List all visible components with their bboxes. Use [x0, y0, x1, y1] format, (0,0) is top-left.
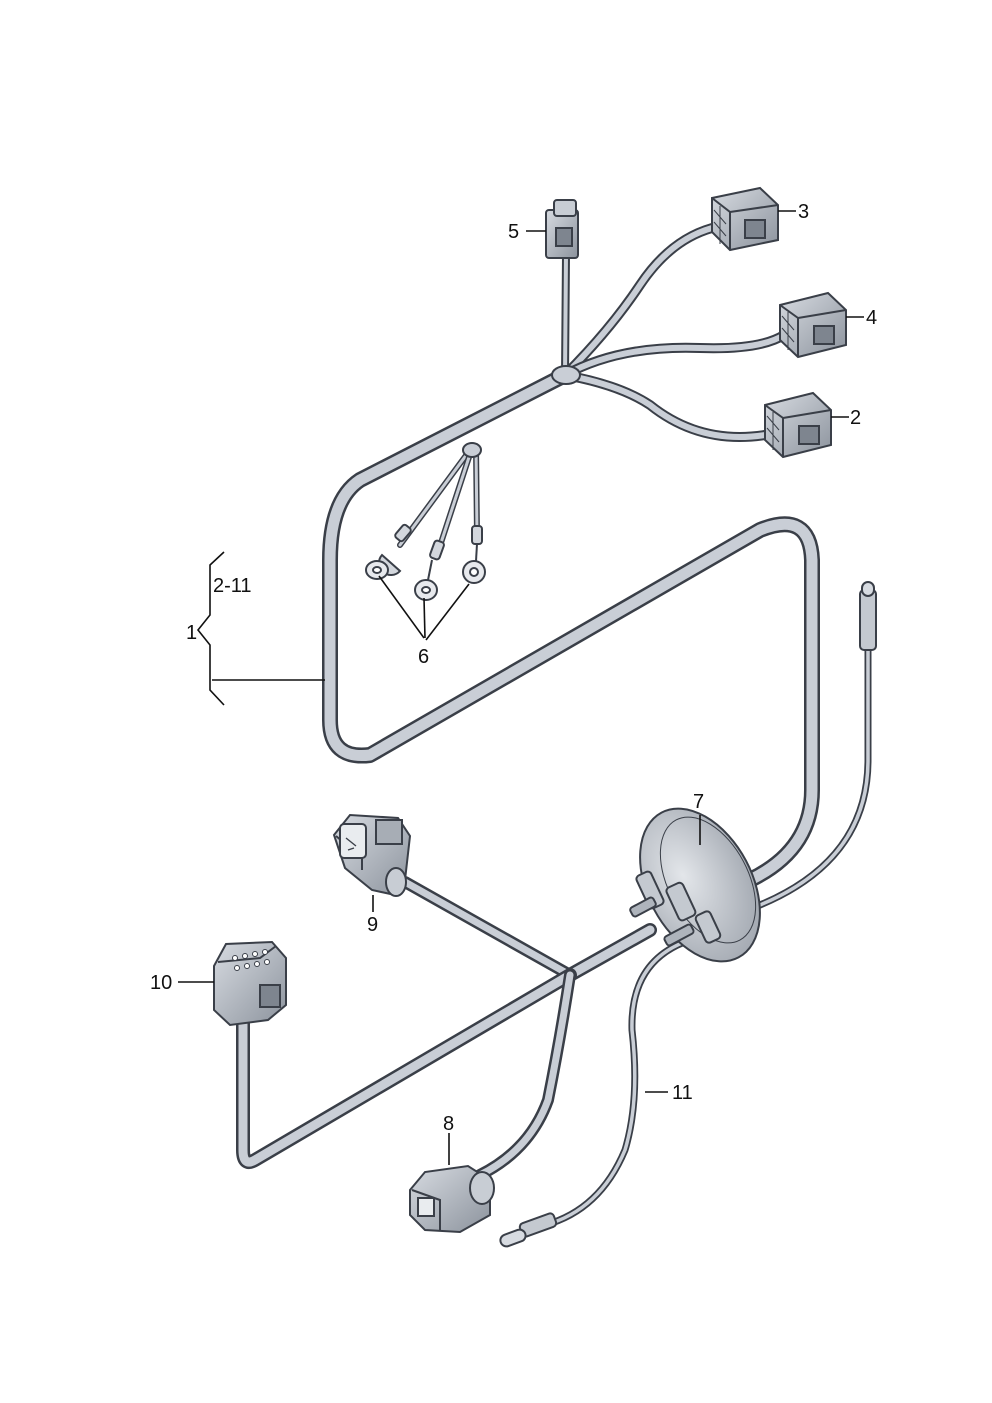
terminal-junction-sleeve — [462, 442, 482, 458]
upper-junction-sleeve — [551, 365, 581, 385]
callout-8: 8 — [443, 1113, 454, 1135]
callout-3: 3 — [798, 201, 809, 223]
callout-2-11: 2-11 — [213, 575, 252, 597]
main-loop-wire — [322, 367, 820, 888]
leader-6c — [425, 583, 470, 641]
callout-10: 10 — [150, 972, 172, 994]
connector-2 — [764, 391, 832, 459]
connector-10 — [213, 940, 287, 1027]
leader-lines — [178, 210, 864, 1165]
callout-6: 6 — [418, 646, 429, 668]
leader-6b — [423, 597, 426, 639]
callout-1: 1 — [186, 622, 197, 644]
top-right-probe — [859, 581, 877, 651]
callout-labels: 1 2-11 5 3 4 2 6 7 9 10 8 11 — [150, 201, 877, 1135]
connector-4 — [779, 291, 847, 359]
harness-wires — [236, 223, 872, 1229]
connector-3 — [711, 186, 779, 252]
grommet-7 — [629, 807, 761, 963]
callout-5: 5 — [508, 221, 519, 243]
connector-9 — [332, 813, 412, 897]
callout-2: 2 — [850, 407, 861, 429]
callout-11: 11 — [672, 1082, 693, 1104]
group-bracket — [196, 551, 225, 706]
connector-8 — [409, 1164, 495, 1234]
callout-7: 7 — [693, 791, 704, 813]
leader-6a — [378, 575, 425, 639]
ring-terminals — [365, 523, 486, 601]
sensor-11-probe — [499, 1212, 558, 1248]
connector-5 — [545, 199, 579, 259]
callout-9: 9 — [367, 914, 378, 936]
callout-4: 4 — [866, 307, 877, 329]
